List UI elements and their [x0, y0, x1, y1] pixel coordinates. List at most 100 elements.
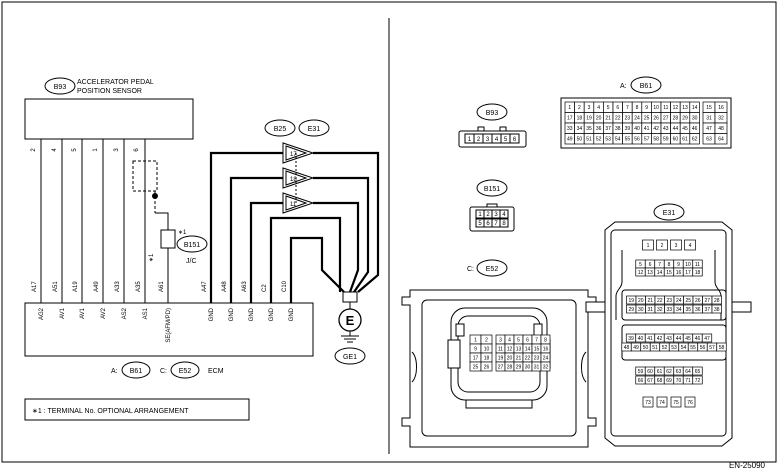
b61-pin: 40	[634, 126, 640, 132]
e52-pin: 20	[507, 355, 513, 361]
e31-pin: 52	[662, 345, 668, 351]
e31-pin: 32	[657, 307, 663, 313]
e52-pin-cell	[480, 361, 493, 372]
b61-pin: 59	[663, 137, 669, 143]
right-connectors: B93 1 2 3 4 5 6 B151 1 2 3 4 5 6 7 8 A:	[401, 76, 752, 448]
b61-pin: 24	[634, 116, 640, 122]
e31-pin-cell	[716, 342, 727, 352]
ground-symbol: E	[346, 313, 355, 328]
b61-pin: 28	[673, 116, 679, 122]
footnote-text: ∗1 : TERMINAL No. OPTIONAL ARRANGEMENT	[32, 408, 189, 415]
ecm-pins: A17 A51 A19 A49 A33 A35 A61 A47 A48 A63 …	[32, 280, 288, 292]
splice-label-e31: E31	[308, 126, 321, 133]
sensor-connector-badge	[44, 77, 76, 95]
e31-pin: 65	[695, 369, 701, 375]
b93-pin: 3	[486, 137, 490, 143]
e52-pin: 6	[526, 337, 529, 343]
e31-pin: 55	[690, 345, 696, 351]
ecm-conn-c-prefix: C:	[160, 368, 167, 375]
ecm-name: ECM	[208, 368, 224, 375]
e31-pin: 59	[638, 369, 644, 375]
b151-pins: 1 2 3 4 5 6 7 8	[475, 209, 509, 228]
b61-pin: 1	[568, 105, 571, 111]
e52-pin: 25	[473, 364, 479, 370]
b61-badge	[630, 76, 662, 94]
b151-badge	[476, 179, 508, 197]
ecm-signal: SE(AFM/PD)	[166, 308, 172, 343]
e31-pin-cell	[711, 304, 722, 314]
e52-pin: 15	[534, 346, 540, 352]
e31-pin: 48	[624, 345, 630, 351]
e31-pin: 8	[668, 262, 671, 268]
b61-pin: 29	[682, 116, 688, 122]
ground-badge	[334, 347, 366, 365]
sensor-pin: 4	[52, 148, 58, 152]
b93-tab	[477, 126, 485, 132]
sensor-name-line2: POSITION SENSOR	[77, 88, 142, 95]
e52-pin: 32	[543, 364, 549, 370]
jc-connector-label: B151	[184, 242, 200, 249]
signal-wires	[40, 139, 146, 303]
e31-pin: 10	[685, 262, 691, 268]
splice-pin: 18	[290, 177, 297, 183]
b61-pin: 17	[567, 116, 573, 122]
jc-mark-bottom: ∗1	[149, 253, 155, 262]
b61-pin: 42	[653, 126, 659, 132]
e31-pin: 74	[659, 400, 665, 406]
b151-pin: 4	[502, 212, 506, 218]
e52-pin: 13	[516, 346, 522, 352]
e52-pin: 17	[473, 355, 479, 361]
e31-pin: 43	[666, 336, 672, 342]
e52-badge	[476, 259, 508, 277]
e31-pin: 9	[677, 262, 680, 268]
e52-pin: 16	[543, 346, 549, 352]
e31-pin: 16	[676, 270, 682, 276]
sensor-box	[24, 98, 194, 140]
b61-pin: 22	[615, 116, 621, 122]
ecm-pin: A47	[202, 281, 208, 292]
e31-pin: 35	[685, 307, 691, 313]
b61-pin: 9	[645, 105, 648, 111]
b93-pin: 2	[477, 137, 481, 143]
b61-pin: 48	[718, 126, 724, 132]
splice-pin: 11	[290, 202, 297, 208]
ecm-pin: A48	[222, 281, 228, 292]
e52-pin-cell	[540, 361, 551, 372]
b61-pin: 10	[653, 105, 659, 111]
e31-pin: 45	[685, 336, 691, 342]
b61-pin: 45	[682, 126, 688, 132]
e31-pin: 33	[666, 307, 672, 313]
b61-pin: 64	[718, 137, 724, 143]
e31-pin: 34	[676, 307, 682, 313]
e31-pin: 13	[647, 270, 653, 276]
e52-pin: 30	[525, 364, 531, 370]
e52-pin: 4	[508, 337, 511, 343]
b151-pin: 6	[486, 221, 490, 227]
e31-pin: 75	[673, 400, 679, 406]
b61-pin: 39	[625, 126, 631, 132]
e52-pin: 2	[485, 337, 488, 343]
e31-pin: 24	[676, 298, 682, 304]
b61-pin: 58	[653, 137, 659, 143]
diagram-frame	[1, 1, 777, 463]
b61-pin: 57	[644, 137, 650, 143]
e31-pin: 58	[719, 345, 725, 351]
e31-pin: 47	[704, 336, 710, 342]
e31-pin: 1	[647, 243, 650, 249]
e31-pin: 2	[661, 243, 664, 249]
e31-pin: 17	[685, 270, 691, 276]
e31-pin: 23	[666, 298, 672, 304]
b61-pin: 51	[586, 137, 592, 143]
e31-pin: 60	[647, 369, 653, 375]
ecm-signal: AS1	[143, 307, 149, 319]
ecm-pin: C10	[282, 280, 288, 292]
b61-pin: 54	[615, 137, 621, 143]
sensor-connector-label: B93	[54, 84, 67, 91]
b61-pin: 18	[577, 116, 583, 122]
e52-pin: 5	[517, 337, 520, 343]
splice-connectors	[282, 142, 315, 214]
b61-pin: 61	[682, 137, 688, 143]
